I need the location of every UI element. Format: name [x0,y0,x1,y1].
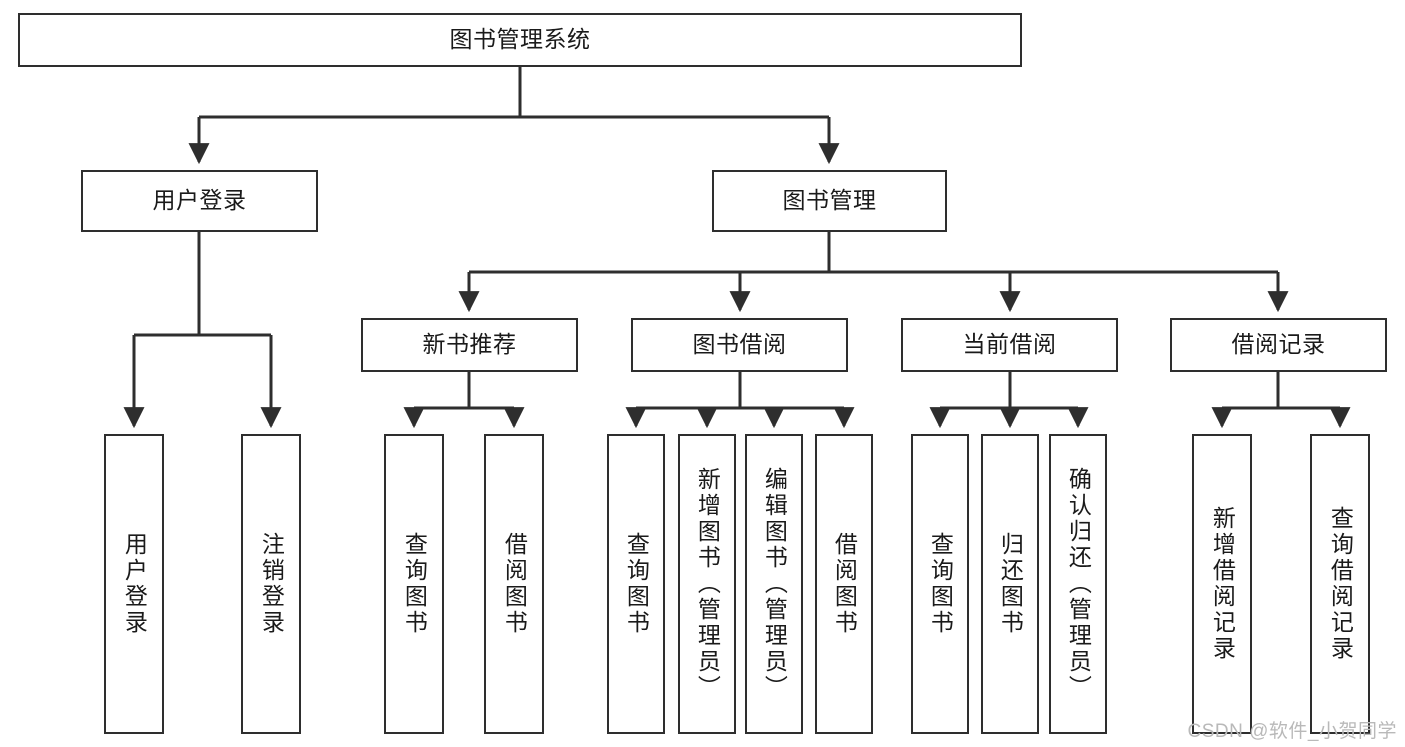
node-current-borrow-label: 当前借阅 [962,331,1057,358]
node-root[interactable]: 图书管理系统 [18,13,1022,67]
node-leaf-query-book-borrow-label: 查询图书 [623,532,650,636]
node-leaf-logout-label: 注销登录 [258,532,285,636]
node-leaf-edit-book-admin-label: 编辑图书（管理员） [761,467,788,701]
node-book-borrow-label: 图书借阅 [692,331,787,358]
node-leaf-return-book-label: 归还图书 [997,532,1024,636]
node-leaf-query-book-current[interactable]: 查询图书 [911,434,969,734]
node-leaf-user-login[interactable]: 用户登录 [104,434,164,734]
node-leaf-borrow-book-borrow[interactable]: 借阅图书 [815,434,873,734]
node-leaf-query-book-newbook-label: 查询图书 [401,532,428,636]
node-leaf-edit-book-admin[interactable]: 编辑图书（管理员） [745,434,803,734]
node-new-book-recommend[interactable]: 新书推荐 [361,318,578,372]
node-book-management-label: 图书管理 [782,187,877,214]
csdn-watermark: CSDN @软件_小贺同学 [1187,721,1397,742]
node-borrow-records-label: 借阅记录 [1231,331,1326,358]
node-book-management[interactable]: 图书管理 [712,170,947,232]
node-leaf-borrow-book-newbook-label: 借阅图书 [501,532,528,636]
node-leaf-return-book[interactable]: 归还图书 [981,434,1039,734]
node-leaf-query-borrow-record[interactable]: 查询借阅记录 [1310,434,1370,734]
node-user-login[interactable]: 用户登录 [81,170,318,232]
node-leaf-borrow-book-borrow-label: 借阅图书 [831,532,858,636]
node-leaf-borrow-book-newbook[interactable]: 借阅图书 [484,434,544,734]
node-book-borrow[interactable]: 图书借阅 [631,318,848,372]
node-root-label: 图书管理系统 [449,26,591,53]
node-leaf-add-borrow-record-label: 新增借阅记录 [1209,506,1236,662]
node-leaf-query-borrow-record-label: 查询借阅记录 [1327,506,1354,662]
node-leaf-query-book-current-label: 查询图书 [927,532,954,636]
node-leaf-query-book-newbook[interactable]: 查询图书 [384,434,444,734]
node-leaf-add-book-admin-label: 新增图书（管理员） [694,467,721,701]
node-leaf-query-book-borrow[interactable]: 查询图书 [607,434,665,734]
node-leaf-confirm-return-admin-label: 确认归还（管理员） [1065,467,1092,701]
node-leaf-confirm-return-admin[interactable]: 确认归还（管理员） [1049,434,1107,734]
node-current-borrow[interactable]: 当前借阅 [901,318,1118,372]
node-leaf-user-login-label: 用户登录 [121,532,148,636]
node-borrow-records[interactable]: 借阅记录 [1170,318,1387,372]
node-new-book-recommend-label: 新书推荐 [422,331,517,358]
node-leaf-logout[interactable]: 注销登录 [241,434,301,734]
node-leaf-add-book-admin[interactable]: 新增图书（管理员） [678,434,736,734]
node-user-login-label: 用户登录 [152,187,247,214]
node-leaf-add-borrow-record[interactable]: 新增借阅记录 [1192,434,1252,734]
